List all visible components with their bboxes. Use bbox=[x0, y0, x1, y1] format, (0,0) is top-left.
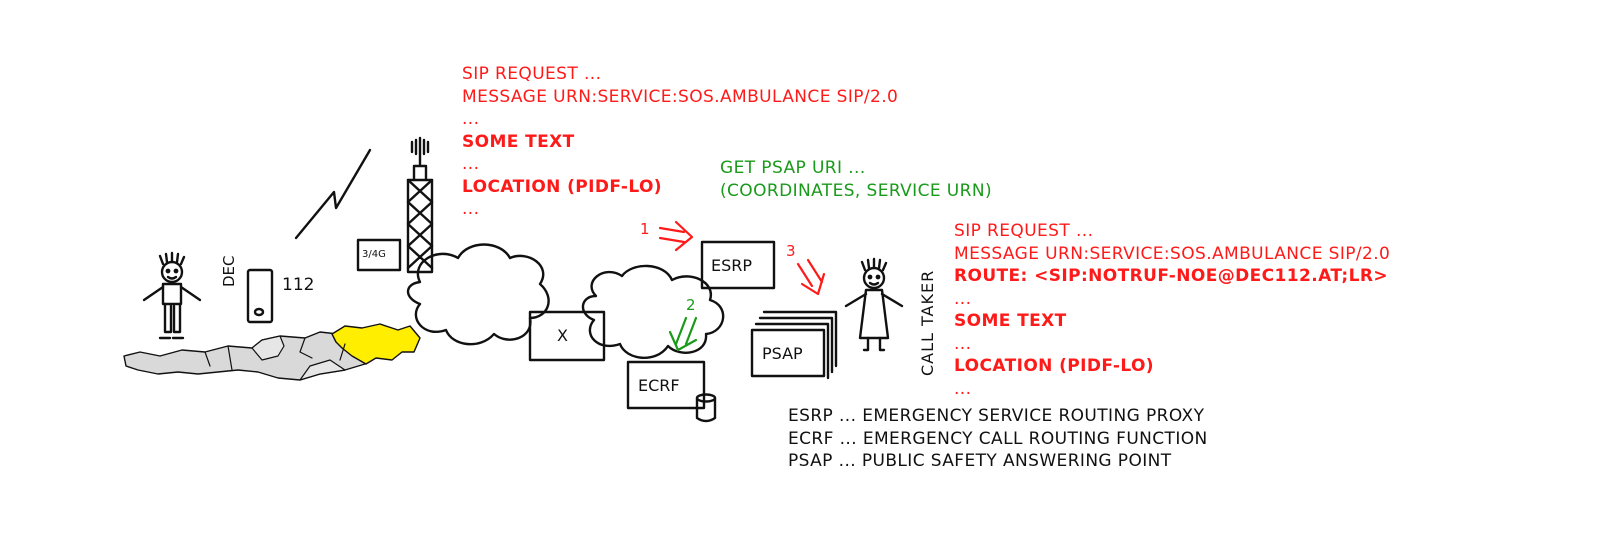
sip-request-caller-line: ... bbox=[462, 154, 480, 174]
psap-label: PSAP bbox=[762, 344, 803, 363]
map-region-border bbox=[204, 337, 346, 371]
lightning-icon bbox=[294, 148, 372, 240]
gateway-box bbox=[528, 310, 606, 362]
cloud-icon bbox=[406, 243, 550, 346]
emergency-number: 112 bbox=[282, 275, 315, 295]
database-icon bbox=[695, 393, 717, 423]
sip-request-psap-line: ROUTE: <SIP:NOTRUF-NOE@DEC112.AT;LR> bbox=[954, 266, 1388, 286]
legend-ecrf: ECRF ... EMERGENCY CALL ROUTING FUNCTION bbox=[788, 428, 1208, 449]
acronym-legend: ESRP ... EMERGENCY SERVICE ROUTING PROXY… bbox=[788, 405, 1208, 473]
phone-icon bbox=[246, 268, 274, 324]
dec-label: DEC bbox=[220, 255, 238, 287]
radio-tower-icon bbox=[406, 136, 434, 274]
map-region-gray bbox=[251, 335, 346, 381]
esrp-box bbox=[700, 240, 776, 290]
sip-request-psap: SIP REQUEST ...MESSAGE URN:SERVICE:SOS.A… bbox=[954, 220, 1390, 400]
sip-request-psap-line: MESSAGE URN:SERVICE:SOS.AMBULANCE SIP/2.… bbox=[954, 243, 1391, 264]
sip-request-psap-line: LOCATION (PIDF-LO) bbox=[954, 356, 1154, 376]
caller-person-icon bbox=[142, 251, 202, 340]
call-taker-person-icon bbox=[844, 257, 904, 352]
step-1-label: 1 bbox=[640, 220, 650, 238]
step-2-label: 2 bbox=[686, 296, 696, 314]
call-taker-label: CALL TAKER bbox=[918, 269, 937, 376]
sip-request-caller-line: ... bbox=[462, 109, 480, 129]
sip-request-psap-line: SIP REQUEST ... bbox=[954, 221, 1094, 241]
arrow-icon bbox=[668, 316, 698, 352]
arrow-icon bbox=[658, 220, 694, 252]
sip-request-caller-line: ... bbox=[462, 199, 480, 219]
sip-request-caller-line: SOME TEXT bbox=[462, 131, 575, 152]
austria-map-icon bbox=[123, 323, 421, 381]
ecrf-box bbox=[626, 360, 706, 410]
map-region-highlight bbox=[331, 323, 421, 365]
sip-request-psap-line: ... bbox=[954, 288, 972, 309]
arrow-icon bbox=[796, 258, 826, 296]
sip-request-caller-line: LOCATION (PIDF-LO) bbox=[462, 176, 662, 197]
sip-request-psap-line: SOME TEXT bbox=[954, 311, 1067, 331]
cloud-icon bbox=[581, 264, 725, 360]
psap-stack bbox=[750, 310, 838, 380]
esrp-label: ESRP bbox=[711, 256, 753, 275]
sip-request-caller-line: SIP REQUEST ... bbox=[462, 64, 602, 84]
sip-request-caller: SIP REQUEST ...MESSAGE URN:SERVICE:SOS.A… bbox=[462, 63, 898, 221]
get-psap-query: GET PSAP URI ... (COORDINATES, SERVICE U… bbox=[720, 157, 992, 202]
gateway-label: X bbox=[557, 326, 568, 345]
radio-label: 3/4G bbox=[362, 249, 386, 260]
legend-esrp: ESRP ... EMERGENCY SERVICE ROUTING PROXY bbox=[788, 406, 1205, 426]
step-3-label: 3 bbox=[786, 242, 796, 260]
ecrf-label: ECRF bbox=[638, 376, 680, 395]
legend-psap: PSAP ... PUBLIC SAFETY ANSWERING POINT bbox=[788, 451, 1172, 471]
sip-request-psap-line: ... bbox=[954, 333, 972, 354]
sip-request-caller-line: MESSAGE URN:SERVICE:SOS.AMBULANCE SIP/2.… bbox=[462, 86, 899, 107]
get-psap-line: (COORDINATES, SERVICE URN) bbox=[720, 180, 993, 201]
radio-box bbox=[356, 238, 402, 272]
get-psap-line: GET PSAP URI ... bbox=[720, 158, 866, 178]
sip-request-psap-line: ... bbox=[954, 378, 972, 399]
